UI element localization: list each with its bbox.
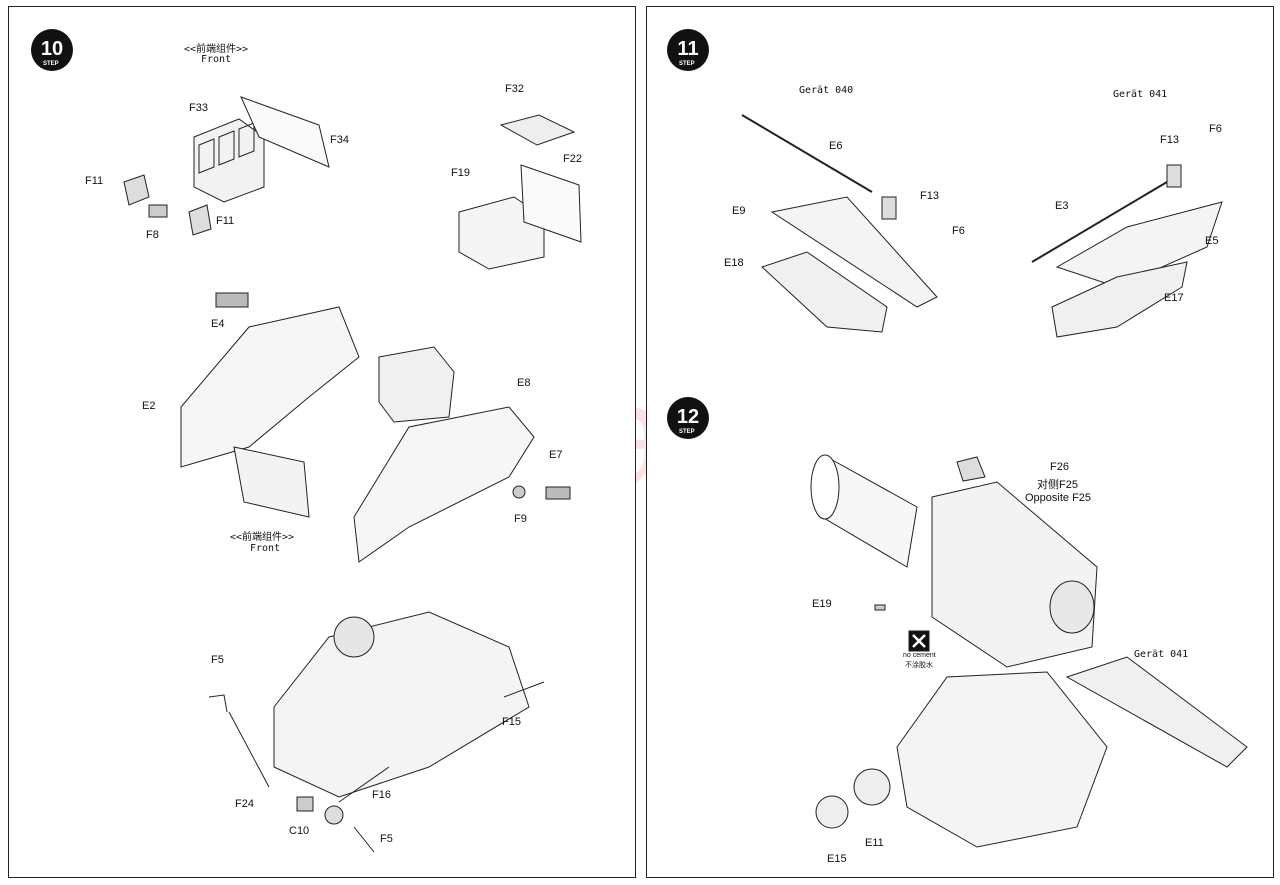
left-page-drawings <box>123 96 582 853</box>
part-label-f34: F34 <box>330 134 349 146</box>
front-top-en: Front <box>201 54 232 65</box>
part-label-e6: E6 <box>829 140 843 152</box>
gerat-041-title-b: Gerät 041 <box>1134 649 1189 660</box>
gerat-040-title: Gerät 040 <box>799 85 854 96</box>
part-label-e4: E4 <box>211 318 225 330</box>
right-page-drawings <box>741 114 1248 848</box>
part-label-c10: C10 <box>289 825 310 837</box>
part-label-f6-a: F6 <box>952 225 965 237</box>
front-bottom-cn: <<前端组件>> <box>230 532 295 543</box>
part-label-f8: F8 <box>146 229 159 241</box>
part-label-e9: E9 <box>732 205 746 217</box>
opposite-f25-cn: 对侧F25 <box>1037 479 1078 491</box>
part-label-f9: F9 <box>514 513 527 525</box>
no-cement-cn: 不涂胶水 <box>905 662 933 669</box>
step-11-number: 11 <box>677 38 698 60</box>
part-label-e3: E3 <box>1055 200 1069 212</box>
part-label-e17: E17 <box>1164 292 1184 304</box>
part-label-e11: E11 <box>865 837 884 849</box>
part-label-f5-b: F5 <box>380 833 393 845</box>
no-cement-en: no cement <box>903 652 936 659</box>
part-label-f22: F22 <box>563 153 582 165</box>
part-label-e19: E19 <box>812 598 832 610</box>
part-label-f15: F15 <box>502 716 521 728</box>
part-label-e5: E5 <box>1205 235 1219 247</box>
part-label-f16: F16 <box>372 789 391 801</box>
part-label-f5-a: F5 <box>211 654 224 666</box>
part-label-f13-b: F13 <box>1160 134 1179 146</box>
part-label-e8: E8 <box>517 377 531 389</box>
step-12-word: STEP <box>679 429 695 435</box>
part-label-f19: F19 <box>451 167 470 179</box>
front-bottom-en: Front <box>250 543 281 554</box>
part-label-f32: F32 <box>505 83 524 95</box>
step-10-word: STEP <box>43 61 59 67</box>
part-label-f33: F33 <box>189 102 208 114</box>
part-label-e18: E18 <box>724 257 744 269</box>
part-label-e15: E15 <box>827 853 847 865</box>
part-label-e2: E2 <box>142 400 156 412</box>
step-11-word: STEP <box>679 61 695 67</box>
part-label-f11-a: F11 <box>85 175 104 187</box>
step-10-number: 10 <box>41 38 63 60</box>
part-label-f26: F26 <box>1050 461 1069 473</box>
front-top-cn: <<前端组件>> <box>184 44 249 55</box>
gerat-041-title-a: Gerät 041 <box>1113 89 1168 100</box>
part-label-f11-b: F11 <box>216 215 235 227</box>
part-label-f6-b: F6 <box>1209 123 1222 135</box>
opposite-f25-en: Opposite F25 <box>1025 492 1092 504</box>
part-label-e7: E7 <box>549 449 563 461</box>
part-label-f13-a: F13 <box>920 190 939 202</box>
part-label-f24: F24 <box>235 798 254 810</box>
step-12-number: 12 <box>677 406 699 428</box>
